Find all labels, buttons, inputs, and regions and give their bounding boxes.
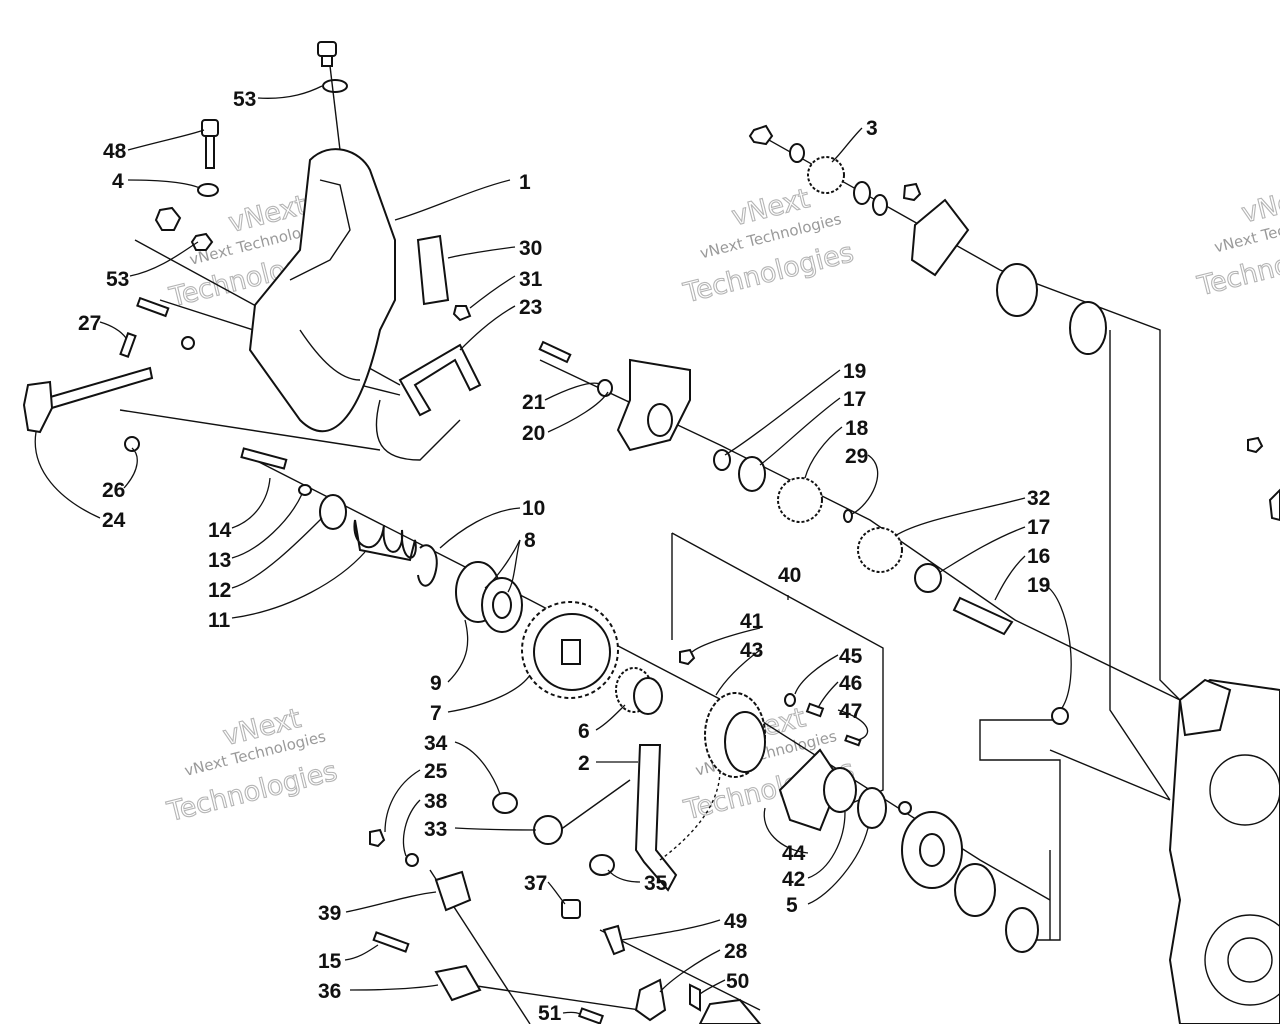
callout-21: 21 xyxy=(522,391,546,414)
callout-30: 30 xyxy=(519,237,542,260)
callout-12: 12 xyxy=(208,579,231,602)
callout-41: 41 xyxy=(740,610,764,633)
shift-shaft xyxy=(22,296,195,452)
callout-15: 15 xyxy=(318,950,342,973)
callout-27: 27 xyxy=(78,312,101,335)
callout-25: 25 xyxy=(424,760,448,783)
callout-29: 29 xyxy=(845,445,868,468)
callout-11: 11 xyxy=(208,609,231,632)
callout-43: 43 xyxy=(740,639,763,662)
upper-shaft-group xyxy=(748,124,1107,355)
large-sprocket xyxy=(521,601,619,699)
mid-shaft-group xyxy=(538,340,1069,725)
reverse-gear xyxy=(704,692,766,778)
callout-53-top: 53 xyxy=(233,88,256,111)
callout-23: 23 xyxy=(519,296,542,319)
svg-text:vNext: vNext xyxy=(1239,180,1280,229)
callout-2: 2 xyxy=(578,752,590,775)
callout-4: 4 xyxy=(112,170,124,193)
callout-20: 20 xyxy=(522,422,545,445)
callout-17-mid: 17 xyxy=(1027,516,1050,539)
callout-24: 24 xyxy=(102,509,126,532)
callout-50: 50 xyxy=(726,970,749,993)
callout-35: 35 xyxy=(644,872,668,895)
dipstick xyxy=(197,119,219,197)
callout-48: 48 xyxy=(103,140,127,163)
tensioner-spring xyxy=(240,447,438,587)
gearcase-housing xyxy=(1168,436,1280,1024)
callout-31: 31 xyxy=(519,268,543,291)
callout-53-left: 53 xyxy=(106,268,129,291)
callout-28: 28 xyxy=(724,940,748,963)
callout-14: 14 xyxy=(208,519,232,542)
watermark-bottom-left: vNext vNext Technologies Technologies xyxy=(163,703,341,829)
callout-13: 13 xyxy=(208,549,231,572)
callout-10: 10 xyxy=(522,497,545,520)
callout-16: 16 xyxy=(1027,545,1050,568)
bearing xyxy=(455,561,523,633)
gasket-plate xyxy=(416,234,472,322)
callout-5: 5 xyxy=(786,894,798,917)
callout-6: 6 xyxy=(578,720,590,743)
detent-parts xyxy=(679,648,862,747)
drive-chain xyxy=(634,744,721,892)
small-gear xyxy=(615,667,663,715)
callout-49: 49 xyxy=(724,910,747,933)
callout-33: 33 xyxy=(424,818,447,841)
callout-45: 45 xyxy=(839,645,863,668)
watermark-top-center: vNext vNext Technologies Technologies xyxy=(679,183,857,310)
callout-32: 32 xyxy=(1027,487,1050,510)
callout-17-top: 17 xyxy=(843,388,866,411)
output-bearing-group xyxy=(778,748,1039,953)
callout-8: 8 xyxy=(524,529,536,552)
callout-44: 44 xyxy=(782,842,806,865)
callout-46: 46 xyxy=(839,672,862,695)
watermark-top-right: vNext vNext Technologies Technologies xyxy=(1193,180,1280,303)
callout-36: 36 xyxy=(318,980,341,1003)
callout-40: 40 xyxy=(778,564,801,587)
callout-26: 26 xyxy=(102,479,125,502)
callout-34: 34 xyxy=(424,732,448,755)
chain-case-cover xyxy=(248,148,396,433)
callout-9: 9 xyxy=(430,672,442,695)
lower-shift-parts xyxy=(372,899,762,1024)
callout-42: 42 xyxy=(782,868,805,891)
callout-51: 51 xyxy=(538,1002,562,1024)
callout-18: 18 xyxy=(845,417,869,440)
callout-labels: 53 48 4 53 1 30 31 23 27 26 24 3 21 20 1… xyxy=(78,88,1050,1024)
callout-19-top: 19 xyxy=(843,360,866,383)
callout-39: 39 xyxy=(318,902,341,925)
handle xyxy=(375,343,482,461)
callout-47: 47 xyxy=(839,700,862,723)
callout-37: 37 xyxy=(524,872,547,895)
callout-19-mid: 19 xyxy=(1027,574,1050,597)
leader-lines xyxy=(34,85,1072,1015)
callout-38: 38 xyxy=(424,790,448,813)
cover-nut xyxy=(154,206,214,251)
shift-linkage-group xyxy=(369,792,615,912)
cover-cap xyxy=(317,41,348,151)
callout-3: 3 xyxy=(866,117,878,140)
callout-7: 7 xyxy=(430,702,442,725)
callout-1: 1 xyxy=(519,171,531,194)
